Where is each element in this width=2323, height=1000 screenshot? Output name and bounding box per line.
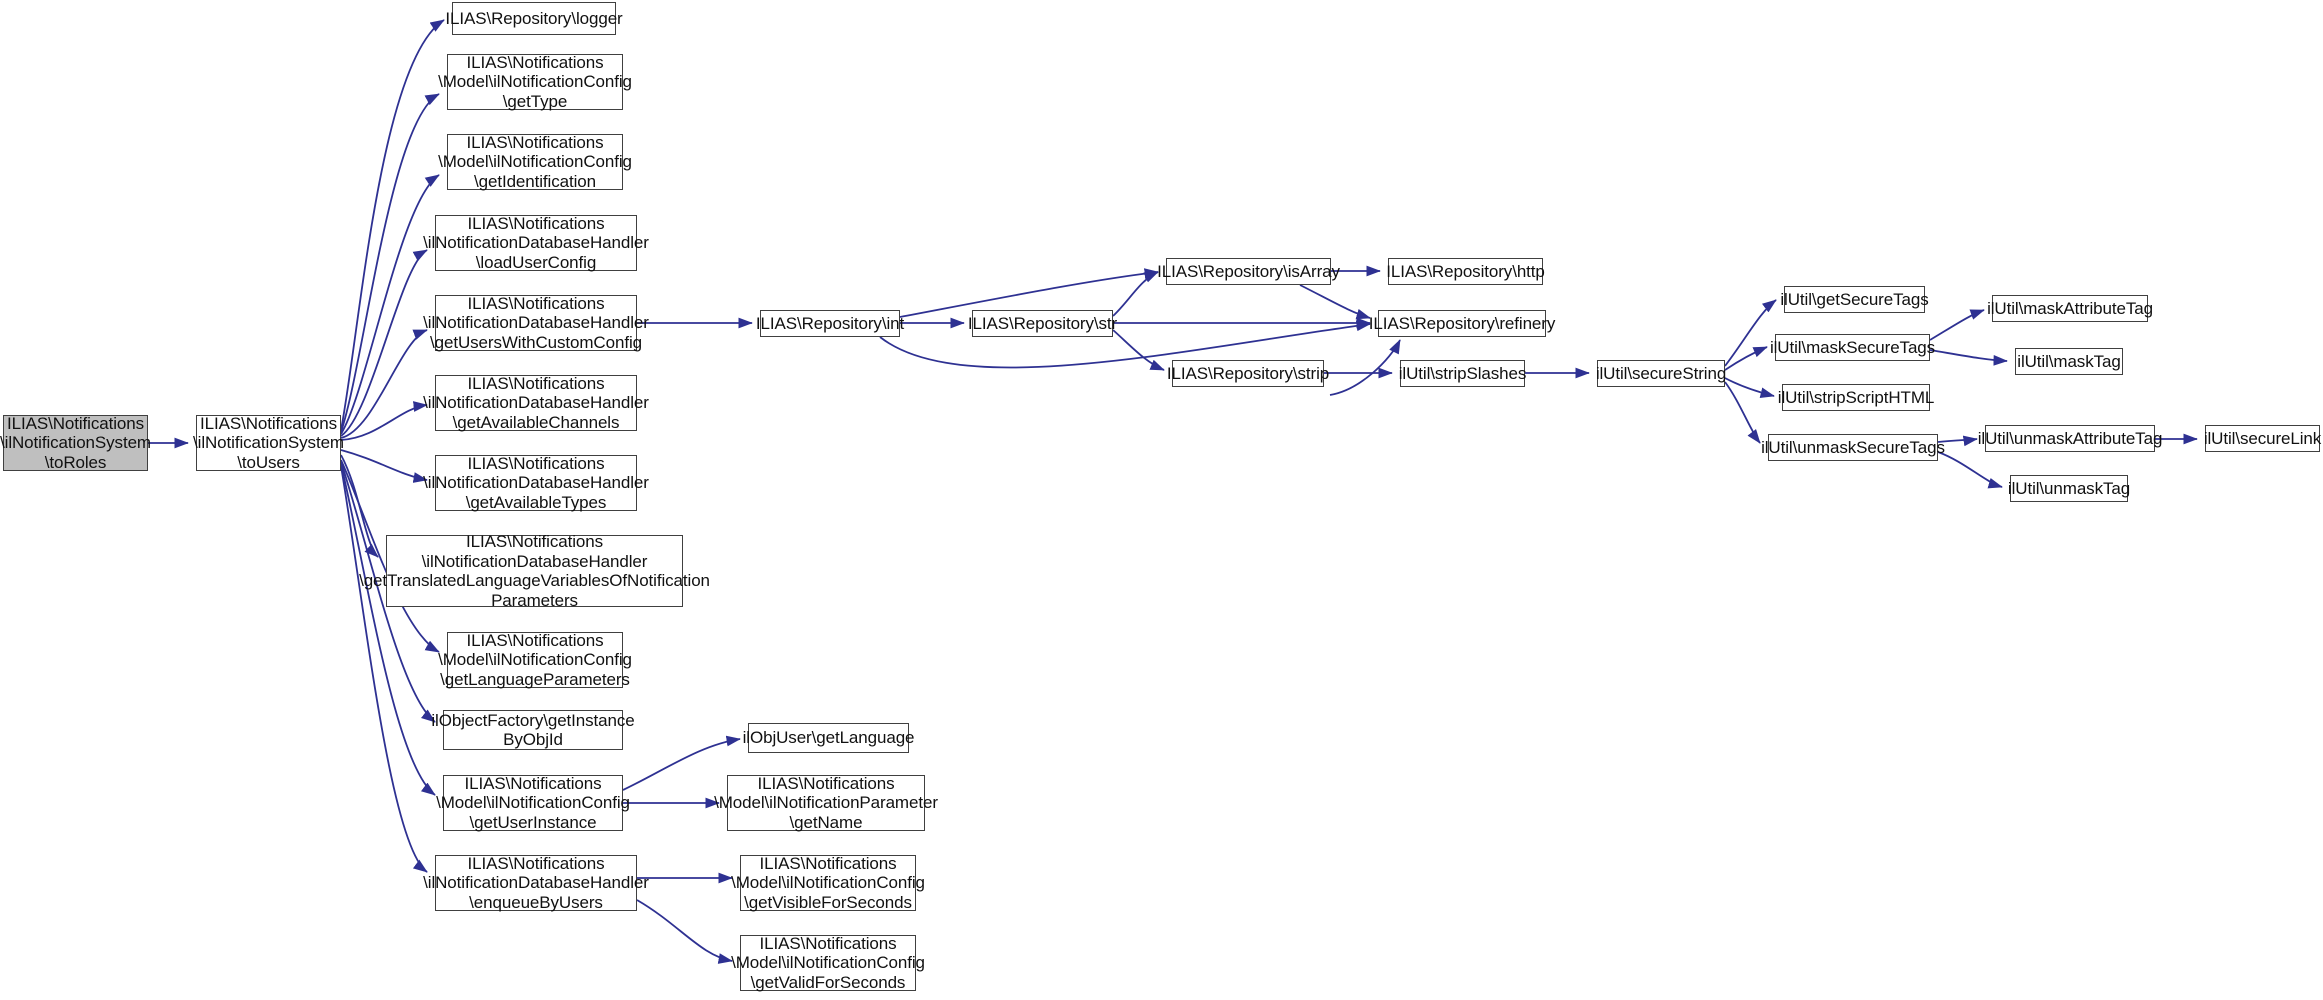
graph-node-repoInt[interactable]: ILIAS\Repository\int xyxy=(756,310,904,337)
edge-maskSecureTags-to-maskAttributeTag xyxy=(1929,309,1985,341)
edge-repoStrip-to-repoRefinery xyxy=(1329,339,1401,396)
graph-node-unmaskTag[interactable]: ilUtil\unmaskTag xyxy=(2008,475,2130,502)
graph-node-logger[interactable]: ILIAS\Repository\logger xyxy=(445,2,623,35)
graph-node-stripSlashes[interactable]: ilUtil\stripSlashes xyxy=(1399,360,1526,387)
graph-node-repoHttp[interactable]: ILIAS\Repository\http xyxy=(1386,258,1545,285)
edge-toUsers-to-getAvailableTypes xyxy=(340,449,428,483)
graph-node-getInstanceByObjId[interactable]: ilObjectFactory\getInstance ByObjId xyxy=(431,710,635,750)
graph-node-getUsersWithCustomConfig[interactable]: ILIAS\Notifications \ilNotificationDatab… xyxy=(423,293,649,352)
edge-secureString-to-unmaskSecureTags xyxy=(1724,381,1761,444)
graph-node-stripScriptHTML[interactable]: ilUtil\stripScriptHTML xyxy=(1778,384,1934,411)
graph-node-getSecureTags[interactable]: ilUtil\getSecureTags xyxy=(1780,286,1929,313)
edge-maskSecureTags-to-maskTag xyxy=(1929,349,2008,366)
graph-node-getType[interactable]: ILIAS\Notifications \Model\ilNotificatio… xyxy=(438,52,632,111)
graph-node-getLanguage[interactable]: ilObjUser\getLanguage xyxy=(743,723,915,753)
graph-node-enqueueByUsers[interactable]: ILIAS\Notifications \ilNotificationDatab… xyxy=(423,853,649,912)
edge-toUsers-to-getUserInstance xyxy=(340,463,436,796)
graph-node-getVisibleForSeconds[interactable]: ILIAS\Notifications \Model\ilNotificatio… xyxy=(731,853,925,912)
edge-repoStr-to-repoIsArray xyxy=(1112,271,1159,317)
graph-node-loadUserConfig[interactable]: ILIAS\Notifications \ilNotificationDatab… xyxy=(423,213,649,272)
edge-secureString-to-maskSecureTags xyxy=(1724,346,1768,371)
edge-toUsers-to-loadUserConfig xyxy=(340,249,428,437)
graph-node-unmaskSecureTags[interactable]: ilUtil\unmaskSecureTags xyxy=(1761,434,1945,461)
graph-node-repoStrip[interactable]: ILIAS\Repository\strip xyxy=(1167,360,1329,387)
graph-node-unmaskAttributeTag[interactable]: ilUtil\unmaskAttributeTag xyxy=(1978,425,2162,452)
edge-secureString-to-stripScriptHTML xyxy=(1724,377,1775,398)
graph-node-getAvailableChannels[interactable]: ILIAS\Notifications \ilNotificationDatab… xyxy=(423,373,649,432)
graph-node-getLanguageParameters[interactable]: ILIAS\Notifications \Model\ilNotificatio… xyxy=(438,630,632,689)
graph-node-toUsers[interactable]: ILIAS\Notifications \ilNotificationSyste… xyxy=(193,413,344,472)
graph-node-secureLink[interactable]: ilUtil\secureLink xyxy=(2204,425,2321,452)
edge-toUsers-to-enqueueByUsers xyxy=(340,465,428,873)
graph-node-secureString[interactable]: ilUtil\secureString xyxy=(1596,360,1726,387)
edge-repoIsArray-to-repoRefinery xyxy=(1299,284,1371,320)
edge-enqueueByUsers-to-getValidForSeconds xyxy=(636,899,733,964)
graph-node-getIdentification[interactable]: ILIAS\Notifications \Model\ilNotificatio… xyxy=(438,132,632,191)
graph-node-maskTag[interactable]: ilUtil\maskTag xyxy=(2015,348,2123,375)
graph-node-getUserInstance[interactable]: ILIAS\Notifications \Model\ilNotificatio… xyxy=(436,773,630,832)
graph-node-repoRefinery[interactable]: ILIAS\Repository\refinery xyxy=(1369,310,1555,337)
graph-node-repoStr[interactable]: ILIAS\Repository\str xyxy=(968,310,1117,337)
edge-toUsers-to-getAvailableChannels xyxy=(340,401,428,441)
graph-node-maskSecureTags[interactable]: ilUtil\maskSecureTags xyxy=(1770,334,1935,361)
graph-node-maskAttributeTag[interactable]: ilUtil\maskAttributeTag xyxy=(1987,295,2153,322)
edge-repoStr-to-repoStrip xyxy=(1112,329,1165,371)
graph-node-getTranslatedLang[interactable]: ILIAS\Notifications \ilNotificationDatab… xyxy=(359,532,710,610)
edge-secureString-to-getSecureTags xyxy=(1724,299,1777,367)
edge-toUsers-to-getUsersWithCustomConfig xyxy=(340,329,428,439)
graph-node-getAvailableTypes[interactable]: ILIAS\Notifications \ilNotificationDatab… xyxy=(423,453,649,512)
graph-node-getValidForSeconds[interactable]: ILIAS\Notifications \Model\ilNotificatio… xyxy=(731,933,925,992)
graph-node-repoIsArray[interactable]: ILIAS\Repository\isArray xyxy=(1157,258,1340,285)
edge-unmaskSecureTags-to-unmaskTag xyxy=(1937,451,2003,489)
graph-node-toRoles[interactable]: ILIAS\Notifications \ilNotificationSyste… xyxy=(0,413,151,472)
graph-node-getName[interactable]: ILIAS\Notifications \Model\ilNotificatio… xyxy=(714,773,938,832)
